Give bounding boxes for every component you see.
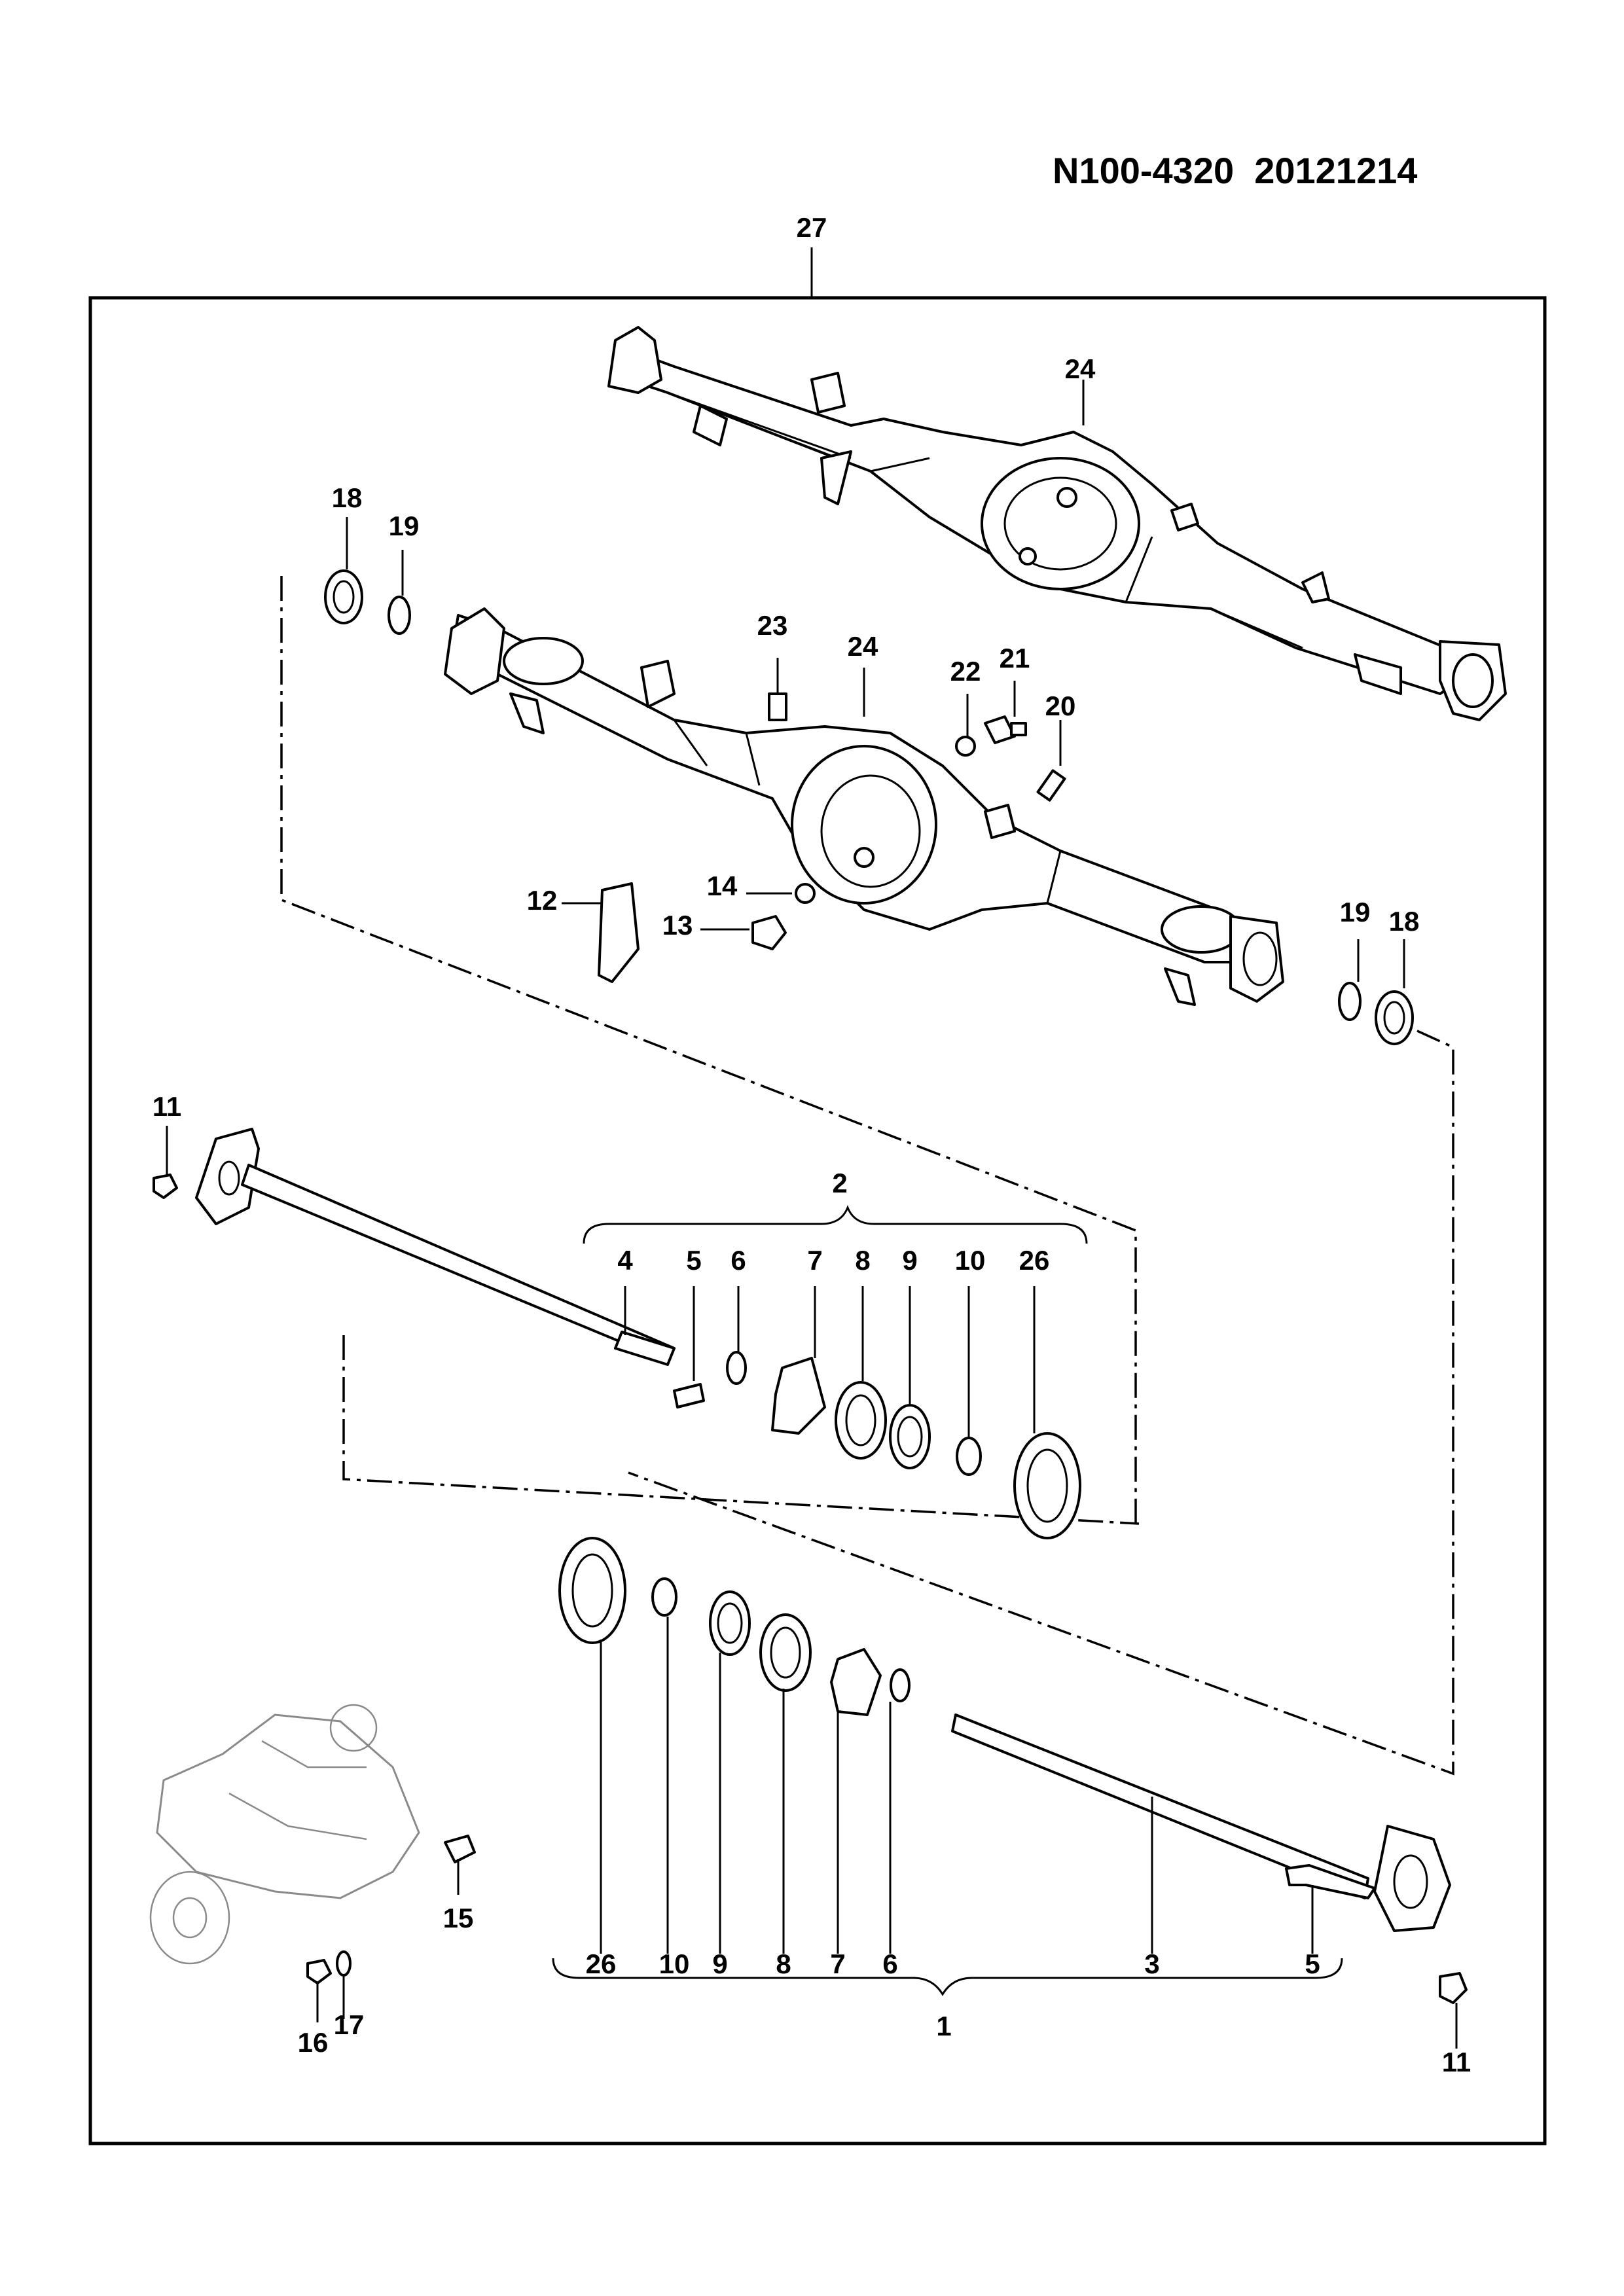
plug-13 <box>751 915 787 950</box>
callout-3: 3 <box>1144 1948 1159 1979</box>
callout-23: 23 <box>757 610 788 641</box>
differential-carrier-sketch <box>149 1704 420 1965</box>
axle-housing-upper <box>607 326 1507 721</box>
callout-7-upper: 7 <box>807 1245 822 1276</box>
callout-10-upper: 10 <box>955 1245 986 1276</box>
callout-13: 13 <box>662 910 693 941</box>
brace-assembly-2 <box>583 1204 1088 1244</box>
axle-housing-lower <box>444 607 1284 1006</box>
document-code: N100-4320 20121214 <box>1053 150 1418 191</box>
callout-8-lower: 8 <box>776 1948 791 1979</box>
bolt-15 <box>444 1835 476 1863</box>
callout-12: 12 <box>527 885 558 916</box>
callout-7-lower: 7 <box>830 1948 845 1979</box>
nut-11-left <box>153 1174 178 1199</box>
bearing-stack-lower <box>558 1537 911 1716</box>
callout-17: 17 <box>334 2009 365 2040</box>
callout-9-lower: 9 <box>712 1948 727 1979</box>
callout-16: 16 <box>298 2027 329 2058</box>
callout-6-lower: 6 <box>882 1948 897 1979</box>
callout-11-left: 11 <box>153 1091 181 1122</box>
callout-14: 14 <box>707 870 738 901</box>
callout-4: 4 <box>617 1245 633 1276</box>
diagram-frame <box>88 296 1547 2145</box>
plug-20 <box>1036 769 1066 802</box>
callout-2: 2 <box>832 1168 847 1198</box>
callout-19-right: 19 <box>1340 897 1371 927</box>
nut-11-right <box>1439 1972 1468 2004</box>
axle-shaft-left <box>195 1128 676 1366</box>
oring-19-right <box>1338 982 1362 1021</box>
callout-18-right: 18 <box>1389 906 1420 937</box>
callout-24-upper: 24 <box>1065 353 1096 384</box>
callout-9-upper: 9 <box>902 1245 917 1276</box>
breather-23 <box>768 658 787 721</box>
drain-plug-21 <box>984 715 1027 744</box>
callout-26-upper: 26 <box>1019 1245 1050 1276</box>
callout-6-upper: 6 <box>731 1245 746 1276</box>
assembly-line-middle <box>342 1335 1140 1525</box>
callout-21: 21 <box>1000 643 1030 673</box>
axle-shaft-right <box>951 1713 1451 1932</box>
washer-17 <box>336 1950 352 1977</box>
callout-5-lower: 5 <box>1305 1948 1320 1979</box>
oring-19-left <box>388 596 411 635</box>
callout-15: 15 <box>443 1903 474 1933</box>
callout-22: 22 <box>950 656 981 687</box>
brace-assembly-1 <box>552 1958 1343 1996</box>
seal-18-left <box>324 569 363 624</box>
callout-27: 27 <box>797 212 827 243</box>
nut-16 <box>306 1959 332 1984</box>
seal-18-right <box>1375 990 1414 1045</box>
callout-24-lower: 24 <box>848 631 878 662</box>
callout-26-lower: 26 <box>586 1948 617 1979</box>
callout-5-upper: 5 <box>686 1245 701 1276</box>
callout-11-right: 11 <box>1442 2047 1471 2077</box>
callout-18-left: 18 <box>332 482 363 513</box>
assembly-line-left <box>280 576 1137 1524</box>
washer-14 <box>795 883 816 904</box>
callout-20: 20 <box>1045 691 1076 721</box>
bracket-12 <box>598 882 640 983</box>
callout-19-left: 19 <box>389 511 420 541</box>
callout-8-upper: 8 <box>855 1245 870 1276</box>
assembly-line-right <box>628 1030 1454 1776</box>
gasket-22 <box>955 736 976 757</box>
callout-10-lower: 10 <box>659 1948 690 1979</box>
bolt-5-right <box>1285 1864 1376 1899</box>
callout-1: 1 <box>936 2011 951 2041</box>
bearing-stack-upper <box>673 1351 1081 1539</box>
